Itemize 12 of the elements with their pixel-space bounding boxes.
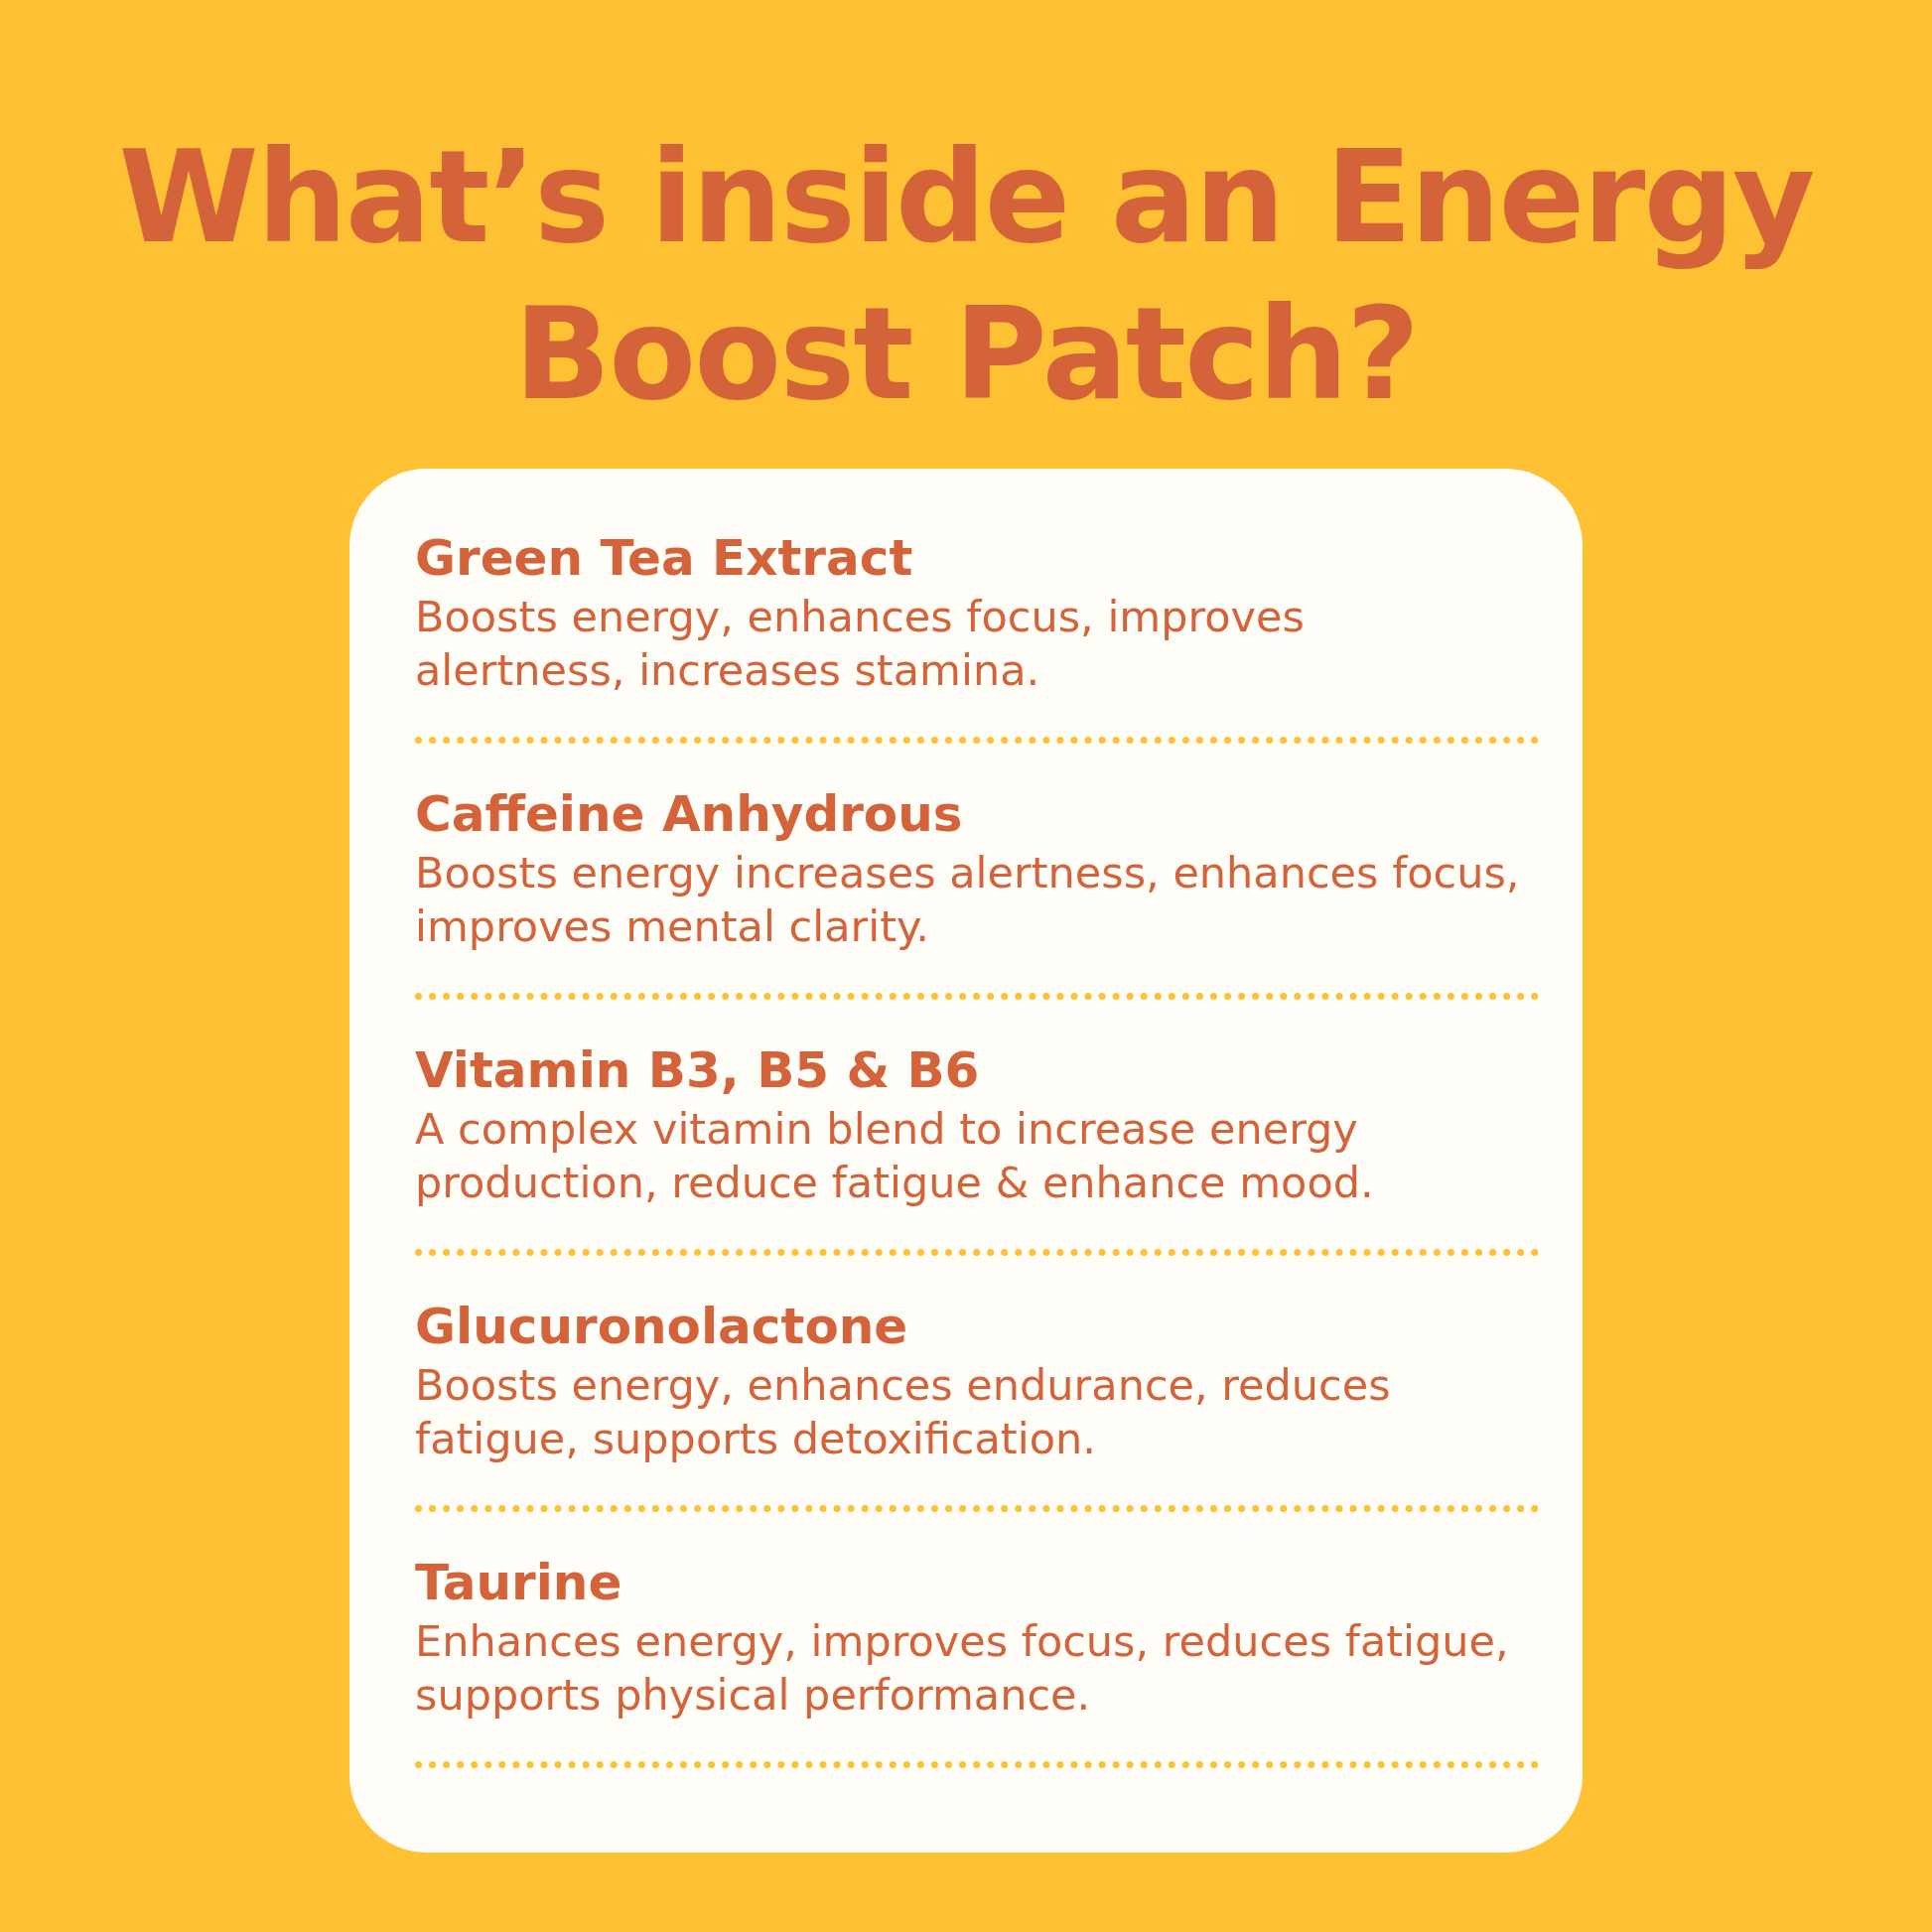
ingredient-card xyxy=(349,469,1583,1853)
ingredient-description: A complex vitamin blend to increase energy production, reduce fatigue & enhance mood. xyxy=(415,1103,1375,1209)
ingredient-description: Boosts energy increases alertness, enhances focus, improves mental clarity. xyxy=(415,847,1521,953)
ingredient-description: Enhances energy, improves focus, reduces fatigue, supports physical performance. xyxy=(415,1615,1510,1722)
ingredient-heading: Vitamin B3, B5 & B6 xyxy=(415,1040,981,1100)
title: What’s inside an Energy Boost Patch? xyxy=(117,122,1815,430)
ingredient-heading: Green Tea Extract xyxy=(415,528,914,588)
ingredient-heading: Glucuronolactone xyxy=(415,1297,909,1356)
ingredient-description: Boosts energy, enhances focus, improves alertness, increases stamina. xyxy=(415,591,1306,697)
ingredient-description: Boosts energy, enhances endurance, reduces fatigue, supports detoxification. xyxy=(415,1359,1392,1465)
ingredient-heading: Caffeine Anhydrous xyxy=(415,784,964,844)
ingredient-heading: Taurine xyxy=(415,1553,623,1612)
